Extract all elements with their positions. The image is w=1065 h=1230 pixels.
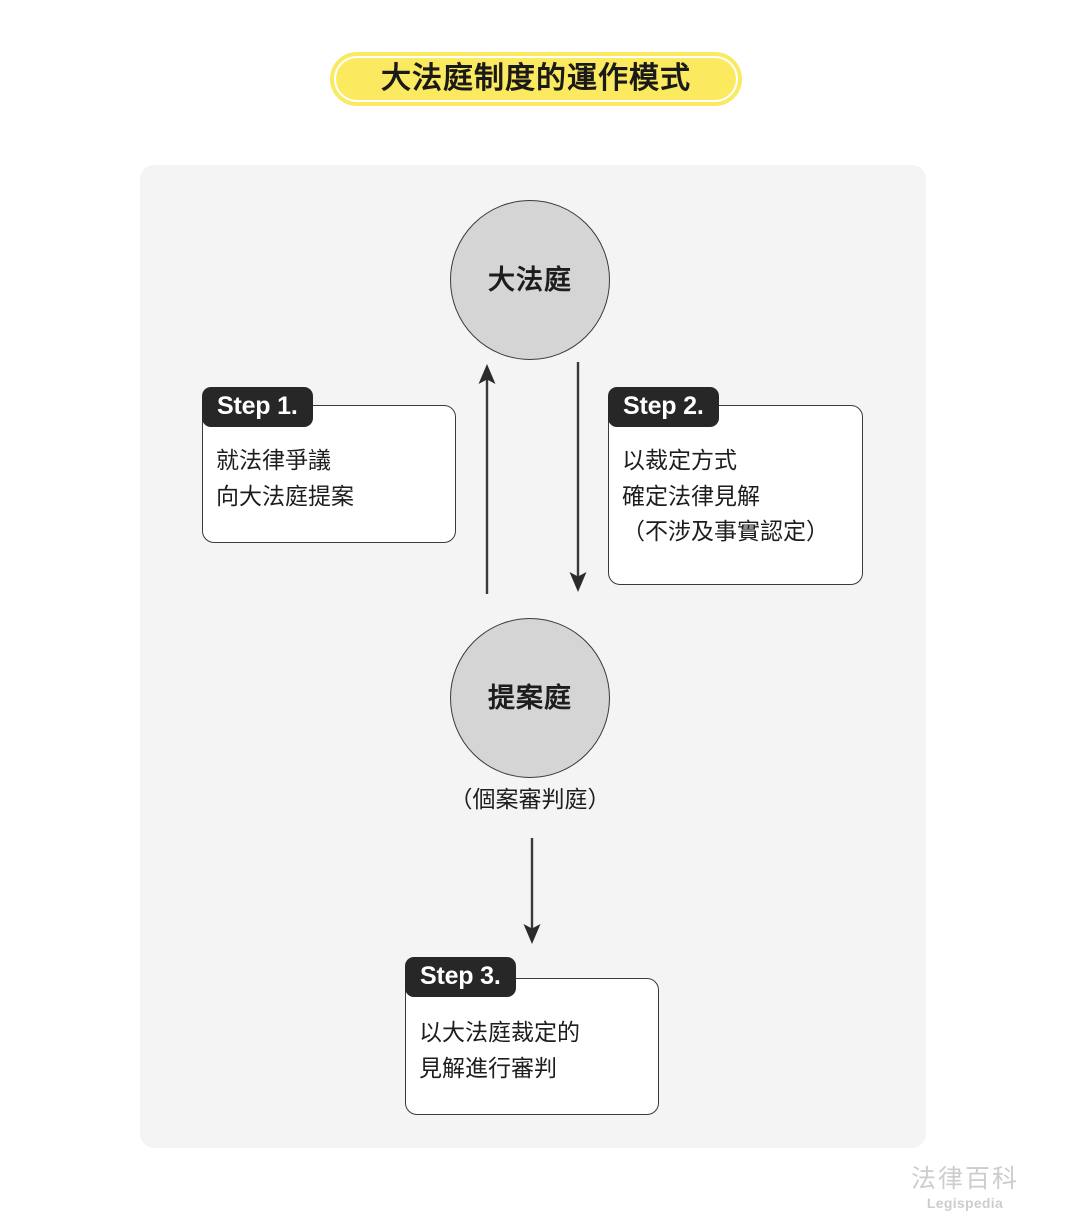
- node-proposing-court-label: 提案庭: [488, 682, 572, 713]
- step-card-1-line-1: 就法律爭議: [216, 447, 331, 473]
- step-card-3-line-1: 以大法庭裁定的: [419, 1019, 580, 1045]
- step-card-2-body: [608, 405, 863, 585]
- arrow-up-icon: [478, 364, 496, 594]
- page-title-pill: 大法庭制度的運作模式: [330, 52, 742, 106]
- page-title: 大法庭制度的運作模式: [381, 62, 691, 95]
- step-card-2-line-3: （不涉及事實認定）: [622, 518, 829, 545]
- node-proposing-court: 提案庭: [450, 618, 610, 778]
- step-card-2-tab: Step 2.: [608, 387, 719, 428]
- step-card-3-body: [405, 978, 659, 1115]
- step-card-1-body: [202, 405, 456, 543]
- arrow-down-to-step3-icon: [523, 838, 541, 944]
- step-card-3-line-2: 見解進行審判: [419, 1054, 557, 1081]
- step-card-3-tab: Step 3.: [405, 957, 516, 998]
- step-card-1-text: 就法律爭議 向大法庭提案: [216, 443, 354, 514]
- arrow-down-icon: [569, 362, 587, 592]
- step-card-2-text: 以裁定方式 確定法律見解 （不涉及事實認定）: [622, 443, 829, 550]
- step-card-3-text: 以大法庭裁定的 見解進行審判: [419, 1015, 580, 1086]
- watermark: 法律百科 Legispedia: [911, 1165, 1019, 1212]
- node-grand-chamber-label: 大法庭: [488, 264, 572, 295]
- step-card-1-line-2: 向大法庭提案: [216, 482, 354, 509]
- step-card-1-tab: Step 1.: [202, 387, 313, 428]
- step-card-3-tab-label: Step 3.: [420, 962, 501, 990]
- watermark-cn: 法律百科: [910, 1165, 1019, 1194]
- watermark-en: Legispedia: [926, 1194, 1004, 1211]
- step-card-2-line-2: 確定法律見解: [622, 482, 760, 509]
- node-proposing-court-caption: （個案審判庭）: [449, 786, 611, 812]
- step-card-2-tab-label: Step 2.: [623, 392, 704, 420]
- step-card-1-tab-label: Step 1.: [217, 392, 298, 420]
- step-card-2-line-1: 以裁定方式: [622, 447, 737, 473]
- node-grand-chamber: 大法庭: [450, 200, 610, 360]
